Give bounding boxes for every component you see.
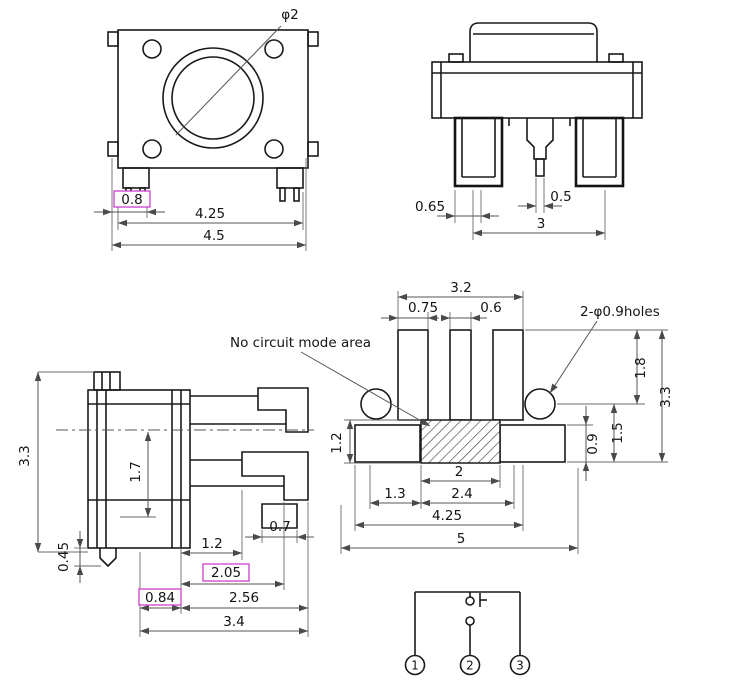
front-view: 0.65 0.5 3 bbox=[415, 22, 643, 240]
mount-hole-left bbox=[360, 388, 392, 420]
pcb-footprint: No circuit mode area 2-φ0.9holes 3.2 0.7… bbox=[230, 280, 674, 554]
leg-pin bbox=[279, 187, 286, 202]
phi2-leader-line bbox=[175, 25, 282, 136]
solder-leg bbox=[122, 167, 150, 189]
pin-2-circle bbox=[459, 654, 481, 676]
pin-2-number: 2 bbox=[466, 659, 474, 673]
dim-5: 5 bbox=[457, 531, 466, 547]
dim-3-3: 3.3 bbox=[17, 445, 33, 466]
dim-1-2: 1.2 bbox=[329, 432, 345, 453]
dim-0-8-box bbox=[113, 190, 151, 208]
dim-0-8: 0.8 bbox=[121, 192, 142, 208]
pin-1-circle bbox=[404, 654, 426, 676]
side-view-dimensions: 3.3 1.7 0.45 0.7 1.2 2.05 bbox=[17, 371, 314, 637]
upper-hook bbox=[257, 387, 309, 433]
body-tab bbox=[608, 53, 624, 63]
dim-0-75: 0.75 bbox=[408, 300, 438, 316]
holes-leader-line bbox=[549, 320, 598, 394]
dim-3-4: 3.4 bbox=[223, 614, 244, 630]
dim-0-84: 0.84 bbox=[145, 590, 175, 606]
through-hole-pin bbox=[99, 548, 117, 568]
switch-contact bbox=[465, 596, 475, 606]
side-button-knob bbox=[93, 371, 121, 391]
pad-center bbox=[449, 329, 472, 421]
dim-2-56: 2.56 bbox=[229, 590, 259, 606]
no-circuit-note: No circuit mode area bbox=[230, 335, 371, 351]
lower-claw bbox=[261, 503, 298, 529]
dim-0-7: 0.7 bbox=[269, 519, 290, 535]
front-view-dimensions: 0.65 0.5 3 bbox=[415, 178, 606, 240]
corner-hole bbox=[264, 139, 284, 159]
no-circuit-area bbox=[420, 419, 501, 464]
mount-ear bbox=[107, 31, 119, 47]
top-view-body-outline bbox=[117, 29, 309, 169]
side-view: 3.3 1.7 0.45 0.7 1.2 2.05 bbox=[17, 371, 314, 637]
right-leg-block bbox=[574, 116, 625, 188]
leg-pin bbox=[293, 187, 300, 202]
dim-3-3: 3.3 bbox=[658, 386, 674, 407]
center-pin bbox=[535, 158, 545, 177]
dim-2-05-box bbox=[202, 563, 250, 582]
button-knob bbox=[469, 22, 598, 62]
center-stem bbox=[526, 118, 554, 160]
pin-3-number: 3 bbox=[516, 659, 524, 673]
corner-hole bbox=[142, 139, 162, 159]
dim-4-25: 4.25 bbox=[432, 508, 462, 524]
mount-ear bbox=[307, 141, 319, 157]
circuit-schematic: 1 2 3 bbox=[404, 591, 531, 676]
body-tab bbox=[448, 53, 464, 63]
dim-0-84-box bbox=[138, 588, 182, 606]
mount-ear bbox=[307, 31, 319, 47]
top-view: φ2 0.8 4.25 4.5 bbox=[94, 7, 319, 251]
dim-4-25: 4.25 bbox=[195, 206, 225, 222]
dim-1-5: 1.5 bbox=[610, 422, 626, 443]
corner-hole bbox=[142, 39, 162, 59]
dim-2: 2 bbox=[455, 464, 464, 480]
dim-0-65: 0.65 bbox=[415, 199, 445, 215]
mount-hole-right bbox=[524, 388, 556, 420]
dim-1-3: 1.3 bbox=[384, 486, 405, 502]
dim-2-05: 2.05 bbox=[211, 565, 241, 581]
dim-1-2: 1.2 bbox=[201, 536, 222, 552]
dim-0-9: 0.9 bbox=[585, 433, 601, 454]
holes-label: 2-φ0.9holes bbox=[580, 304, 660, 320]
lower-hook bbox=[241, 451, 309, 501]
note-leader-line bbox=[300, 351, 431, 427]
dim-3: 3 bbox=[537, 216, 546, 232]
dim-2-4: 2.4 bbox=[451, 486, 472, 502]
corner-hole bbox=[264, 39, 284, 59]
mount-ear bbox=[107, 141, 119, 157]
front-view-body bbox=[431, 61, 643, 119]
switch-contact bbox=[465, 616, 475, 626]
dim-3-2: 3.2 bbox=[450, 280, 471, 296]
pad-bottom-right bbox=[499, 424, 566, 463]
dim-0-6: 0.6 bbox=[480, 300, 501, 316]
footprint-dimensions: 3.2 0.75 0.6 0.9 1.5 1.8 3.3 bbox=[329, 280, 674, 554]
button-inner-circle bbox=[171, 56, 255, 140]
pin-1-number: 1 bbox=[411, 659, 419, 673]
phi2-label: φ2 bbox=[281, 7, 299, 23]
button-outer-circle bbox=[162, 47, 264, 149]
left-leg-block bbox=[453, 116, 504, 188]
pad-right bbox=[492, 329, 524, 421]
dim-4-5: 4.5 bbox=[203, 228, 224, 244]
dim-1-8: 1.8 bbox=[633, 357, 649, 378]
pin-3-circle bbox=[509, 654, 531, 676]
dim-1-7: 1.7 bbox=[128, 461, 144, 482]
pad-bottom-left bbox=[354, 424, 421, 463]
side-view-body bbox=[87, 389, 191, 549]
pad-left bbox=[397, 329, 429, 421]
solder-leg bbox=[276, 167, 304, 189]
top-view-dimensions: 0.8 4.25 4.5 bbox=[94, 158, 307, 251]
dim-0-45: 0.45 bbox=[56, 542, 72, 572]
dim-0-5: 0.5 bbox=[550, 189, 571, 205]
